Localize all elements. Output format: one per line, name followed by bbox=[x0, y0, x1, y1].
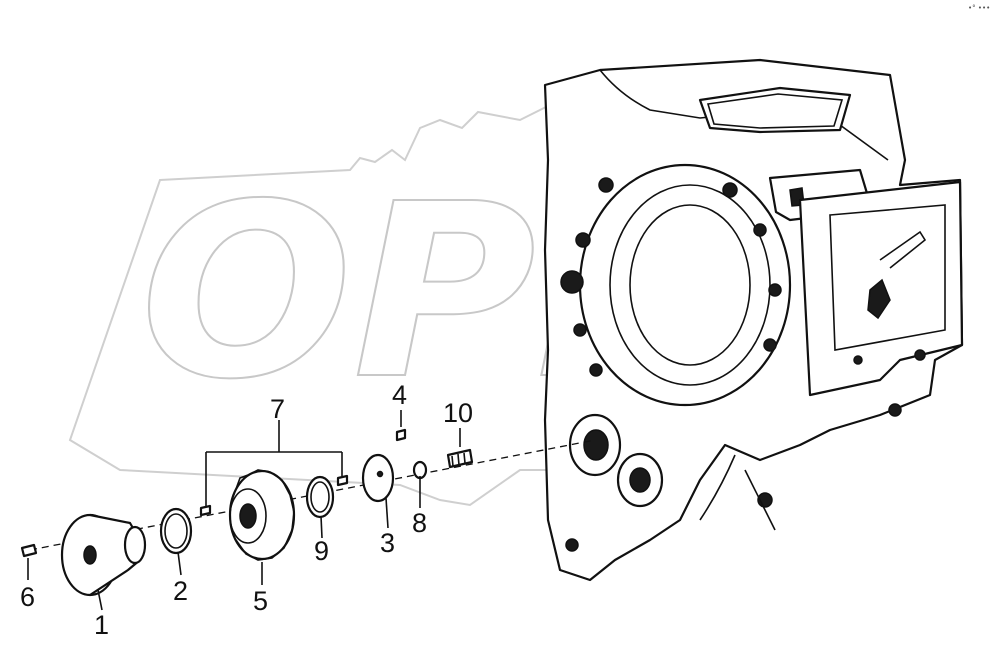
part-5-gear bbox=[228, 469, 296, 561]
part-2-ring bbox=[159, 507, 193, 555]
part-1-flange-cover bbox=[60, 513, 147, 597]
callout-7: 7 bbox=[270, 394, 285, 424]
callout-8: 8 bbox=[412, 508, 427, 538]
callout-1: 1 bbox=[94, 610, 109, 640]
part-6-bolt bbox=[20, 543, 38, 558]
corner-mark: •° ••• bbox=[968, 4, 990, 12]
callout-6: 6 bbox=[20, 582, 35, 612]
part-7-pins bbox=[199, 474, 349, 517]
part-8-nut bbox=[412, 460, 428, 480]
part-3-washer bbox=[361, 453, 395, 503]
callout-10: 10 bbox=[443, 398, 473, 428]
part-9-o-ring bbox=[305, 475, 335, 519]
callout-3: 3 bbox=[380, 528, 395, 558]
callout-2: 2 bbox=[173, 576, 188, 606]
part-4-screw bbox=[395, 428, 407, 442]
callout-5: 5 bbox=[253, 586, 268, 616]
transmission-housing bbox=[543, 58, 964, 582]
callout-labels: 1 2 3 4 5 6 7 8 9 10 bbox=[20, 380, 473, 640]
callout-9: 9 bbox=[314, 536, 329, 566]
callout-4: 4 bbox=[392, 380, 407, 410]
leader-lines bbox=[27, 410, 461, 611]
part-10-stud bbox=[446, 448, 474, 469]
